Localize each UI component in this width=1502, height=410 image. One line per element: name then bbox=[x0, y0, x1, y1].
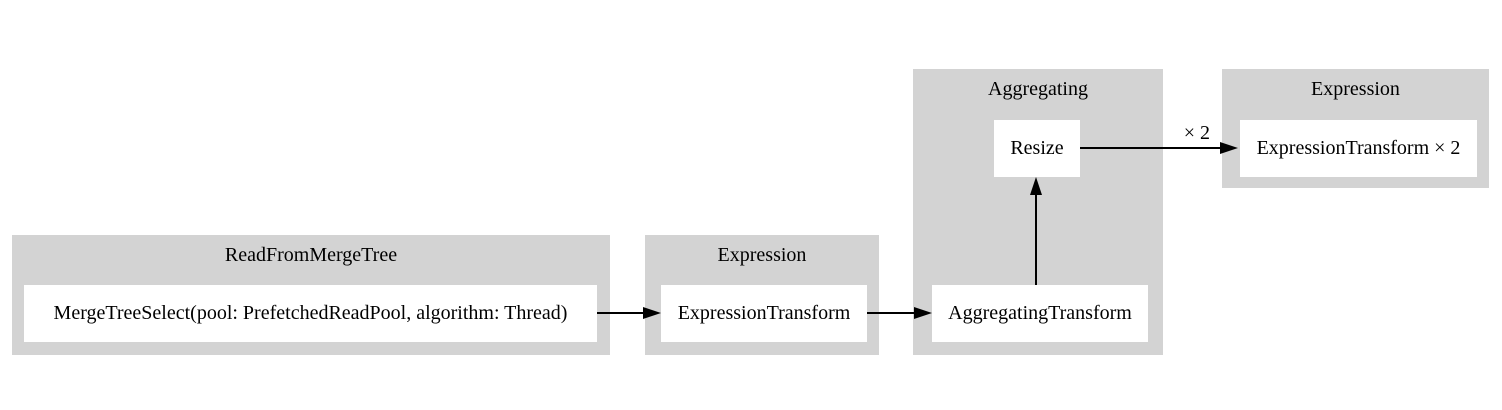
arrowhead-up-icon bbox=[1030, 177, 1042, 195]
edge-line bbox=[1035, 193, 1037, 285]
edge-line bbox=[867, 312, 916, 314]
cluster-title-expression-1: Expression bbox=[717, 244, 807, 266]
cluster-title-readfrommergetree: ReadFromMergeTree bbox=[224, 244, 398, 266]
node-aggregatingtransform: AggregatingTransform bbox=[932, 285, 1148, 342]
node-resize: Resize bbox=[994, 120, 1080, 177]
edge-line bbox=[597, 312, 645, 314]
edge-line bbox=[1080, 147, 1222, 149]
edge-label-x2: × 2 bbox=[1183, 122, 1210, 144]
arrowhead-right-icon bbox=[1220, 142, 1238, 154]
cluster-title-expression-2: Expression bbox=[1311, 78, 1400, 100]
node-expressiontransform-x2: ExpressionTransform × 2 bbox=[1240, 120, 1477, 177]
arrowhead-right-icon bbox=[643, 307, 661, 319]
cluster-title-aggregating: Aggregating bbox=[988, 78, 1088, 100]
node-mergetreeselect: MergeTreeSelect(pool: PrefetchedReadPool… bbox=[24, 285, 597, 342]
arrowhead-right-icon bbox=[914, 307, 932, 319]
node-expressiontransform: ExpressionTransform bbox=[661, 285, 867, 342]
